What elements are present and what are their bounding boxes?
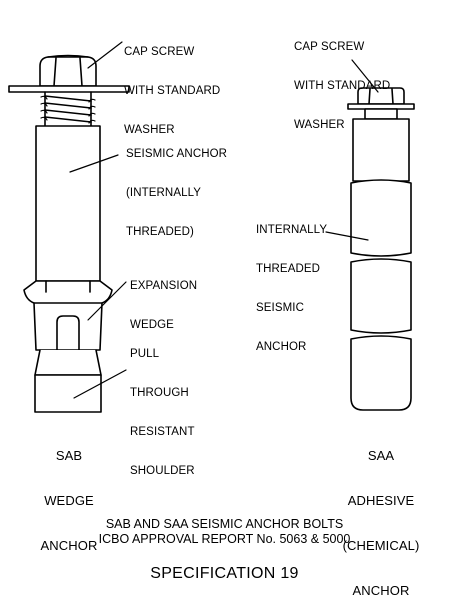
saa-adhesive-anchor-drawing xyxy=(347,87,415,411)
sab-seismic-anchor-label: SEISMIC ANCHOR (INTERNALLY THREADED) xyxy=(126,148,228,238)
saa-leader-lines xyxy=(325,59,379,241)
sab-washer xyxy=(8,85,130,93)
sab-expansion-wedge xyxy=(23,280,113,351)
specification-title: SPECIFICATION 19 xyxy=(150,565,299,582)
anchor-diagram xyxy=(8,41,415,413)
saa-rod-top xyxy=(352,118,410,182)
saa-rod-segment-4 xyxy=(350,335,412,411)
saa-threaded-anchor-label: INTERNALLY THREADED SEISMIC ANCHOR xyxy=(256,224,328,353)
sab-shoulder xyxy=(34,349,102,413)
sab-cap-screw-head xyxy=(39,54,97,87)
sab-expansion-wedge-label: EXPANSION WEDGE xyxy=(130,280,198,331)
saa-rod-segment-3 xyxy=(350,258,412,334)
saa-anchor-name: SAA ADHESIVE (CHEMICAL) ANCHOR xyxy=(342,448,420,598)
sab-anchor-name: SAB WEDGE ANCHOR xyxy=(40,448,98,553)
saa-cap-screw-head xyxy=(357,87,405,105)
diagram-caption: SAB AND SAA SEISMIC ANCHOR BOLTS ICBO AP… xyxy=(98,517,351,546)
sab-shoulder-label: PULL THROUGH RESISTANT SHOULDER xyxy=(130,348,195,477)
sab-anchor-body xyxy=(35,125,101,282)
saa-rod-segment-2 xyxy=(350,179,412,257)
sab-screw-threads xyxy=(40,91,96,127)
sab-cap-screw-label: CAP SCREW WITH STANDARD WASHER xyxy=(124,46,221,136)
sab-wedge-anchor-drawing xyxy=(8,54,130,413)
sab-leader-lines xyxy=(69,41,127,399)
saa-cap-screw-label: CAP SCREW WITH STANDARD WASHER xyxy=(294,41,391,131)
